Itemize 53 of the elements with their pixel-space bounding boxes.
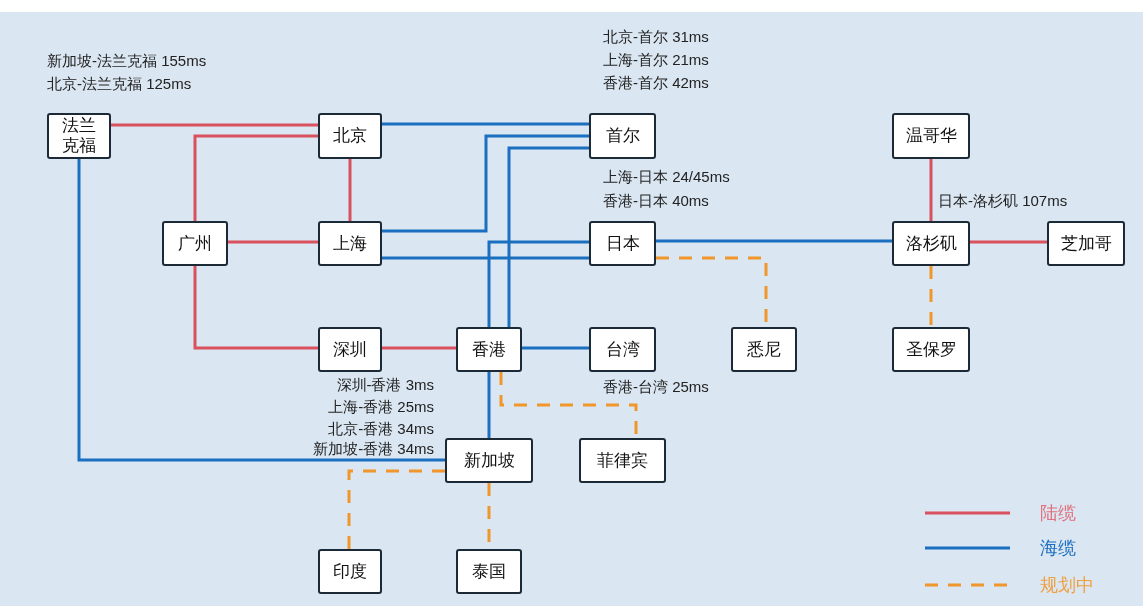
city-box: 香港	[456, 327, 522, 372]
latency-label: 香港-首尔 42ms	[603, 74, 709, 92]
city-box: 洛杉矶	[892, 221, 970, 266]
city-box: 芝加哥	[1047, 221, 1125, 266]
city-box: 台湾	[589, 327, 656, 372]
latency-label: 香港-日本 40ms	[603, 192, 709, 210]
cable-line	[382, 256, 589, 260]
city-box: 菲律宾	[579, 438, 666, 483]
latency-label: 新加坡-香港 34ms	[313, 440, 434, 458]
cable-line	[193, 134, 318, 221]
city-box: 圣保罗	[892, 327, 970, 372]
cable-line	[111, 123, 318, 127]
city-box: 新加坡	[445, 438, 533, 483]
latency-label: 新加坡-法兰克福 155ms	[47, 52, 207, 70]
latency-label: 深圳-香港 3ms	[336, 376, 434, 394]
cable-line	[487, 240, 589, 327]
legend-label: 海缆	[1040, 537, 1076, 559]
city-box: 温哥华	[892, 113, 970, 159]
latency-label: 北京-首尔 31ms	[603, 28, 709, 46]
city-box: 法兰克福	[47, 113, 111, 159]
cable-line	[487, 372, 491, 438]
cable-line	[929, 159, 933, 221]
legend-label: 规划中	[1040, 574, 1094, 596]
city-box: 首尔	[589, 113, 656, 159]
latency-label: 北京-香港 34ms	[328, 420, 434, 438]
latency-label: 上海-日本 24/45ms	[603, 168, 730, 186]
latency-label: 上海-香港 25ms	[328, 398, 434, 416]
latency-label: 北京-法兰克福 125ms	[47, 75, 192, 93]
cable-line	[382, 346, 456, 350]
legend-label: 陆缆	[1040, 502, 1076, 524]
dashed-connector	[929, 266, 933, 327]
cable-line	[970, 240, 1047, 244]
cable-line	[77, 159, 445, 462]
cable-line	[522, 346, 589, 350]
cable-line	[193, 266, 318, 350]
city-box: 北京	[318, 113, 382, 159]
city-box: 深圳	[318, 327, 382, 372]
cable-line	[382, 134, 589, 233]
city-box: 广州	[162, 221, 228, 266]
city-box: 上海	[318, 221, 382, 266]
cable-line	[656, 239, 892, 243]
cable-line	[348, 159, 352, 221]
dashed-connector	[347, 469, 445, 549]
city-box: 悉尼	[731, 327, 797, 372]
latency-label: 上海-首尔 21ms	[603, 51, 709, 69]
city-box: 泰国	[456, 549, 522, 594]
city-box: 日本	[589, 221, 656, 266]
cable-line	[228, 240, 318, 244]
city-box: 印度	[318, 549, 382, 594]
cable-line	[382, 122, 589, 126]
cable-line	[507, 146, 589, 327]
latency-label: 日本-洛杉矶 107ms	[938, 192, 1068, 210]
latency-label: 香港-台湾 25ms	[603, 378, 709, 396]
